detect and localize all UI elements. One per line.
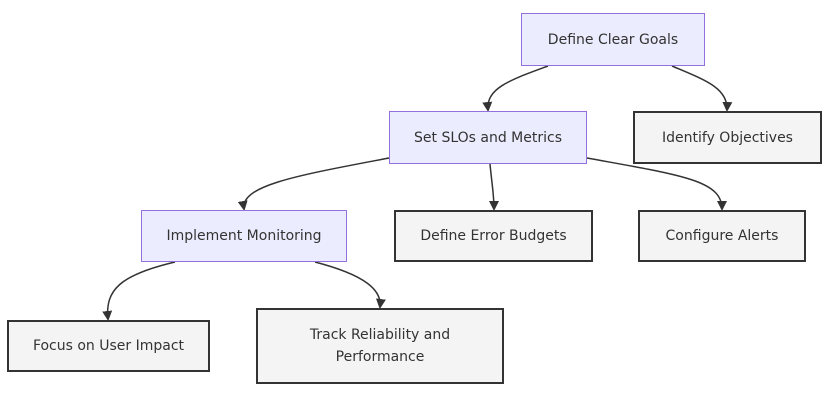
edge-slos-to-monitoring — [237, 157, 390, 211]
node-implement-monitoring: Implement Monitoring — [141, 210, 347, 262]
node-track-reliability-and-performance: Track Reliability and Performance — [256, 308, 504, 384]
node-track-reliability-and-performance-label: Track Reliability and Performance — [309, 327, 451, 365]
node-configure-alerts: Configure Alerts — [638, 210, 806, 262]
node-define-error-budgets-label: Define Error Budgets — [420, 228, 567, 244]
edge-goals-to-slos — [482, 65, 549, 112]
edge-goals-to-objectives — [671, 65, 733, 112]
node-define-clear-goals: Define Clear Goals — [521, 13, 705, 66]
edge-slos-to-error-budgets — [488, 163, 499, 211]
node-focus-on-user-impact: Focus on User Impact — [7, 320, 210, 372]
node-configure-alerts-label: Configure Alerts — [665, 228, 779, 244]
node-focus-on-user-impact-label: Focus on User Impact — [32, 338, 185, 354]
node-define-error-budgets: Define Error Budgets — [394, 210, 593, 262]
edge-monitoring-to-reliability — [314, 261, 386, 309]
node-implement-monitoring-label: Implement Monitoring — [166, 228, 322, 244]
node-identify-objectives: Identify Objectives — [633, 111, 822, 164]
node-identify-objectives-label: Identify Objectives — [662, 129, 793, 146]
node-define-clear-goals-label: Define Clear Goals — [547, 31, 679, 48]
edge-monitoring-to-user-impact — [102, 261, 176, 321]
node-set-slos-and-metrics-label: Set SLOs and Metrics — [414, 129, 562, 146]
node-set-slos-and-metrics: Set SLOs and Metrics — [389, 111, 587, 164]
edge-slos-to-alerts — [586, 157, 727, 211]
